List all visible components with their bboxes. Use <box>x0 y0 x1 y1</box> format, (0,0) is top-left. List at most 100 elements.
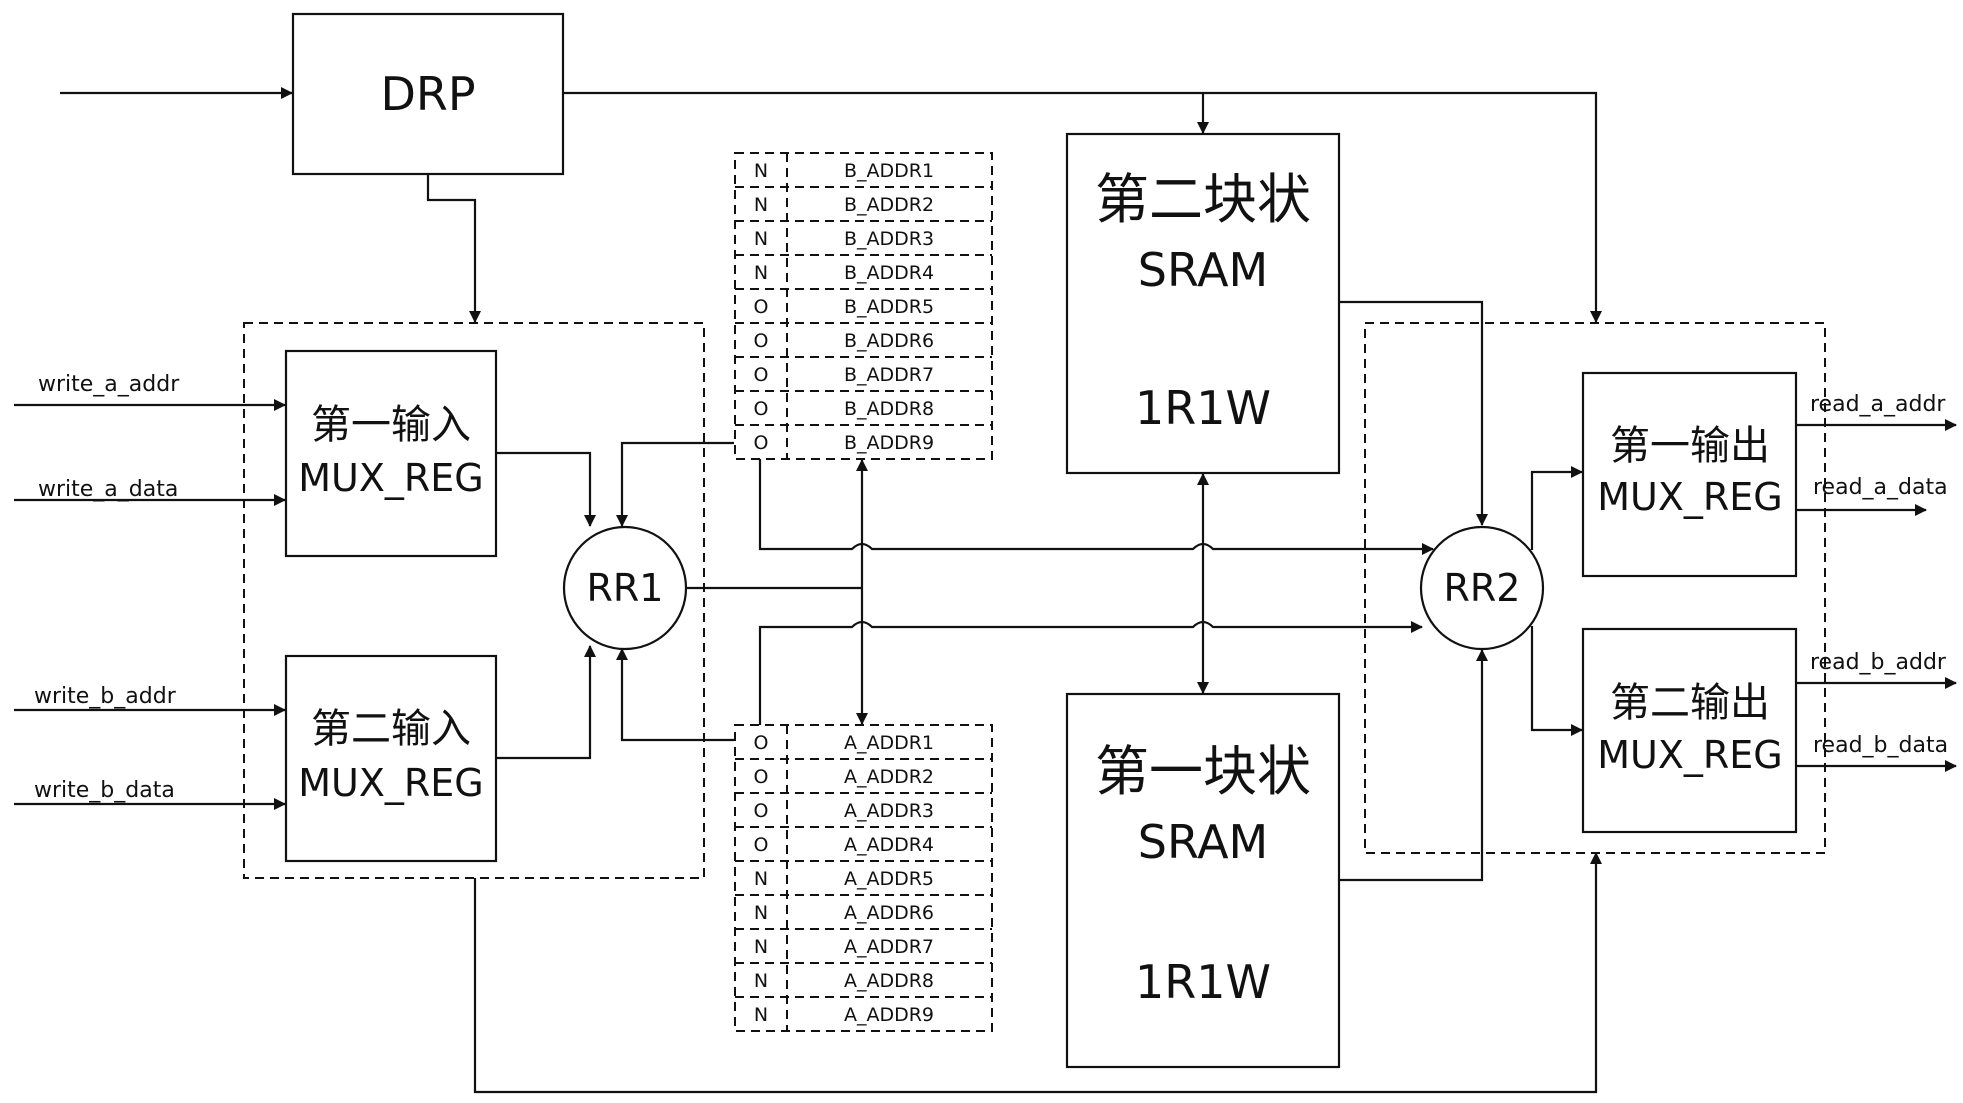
mux1-to-rr1-wire <box>496 451 596 527</box>
table-b-addr: B_ADDR6 <box>844 330 934 352</box>
table-a-row: O A_ADDR4 <box>735 826 992 856</box>
sram2-block <box>1065 132 1341 475</box>
table-a-flag: N <box>754 970 768 992</box>
sram2-mode: 1R1W <box>1135 381 1271 435</box>
table-a-addr: A_ADDR2 <box>844 766 934 788</box>
table-a-flag: N <box>754 868 768 890</box>
write-b-data-label: write_b_data <box>34 778 175 803</box>
table-a-frame <box>734 724 993 1032</box>
table-a-row: N A_ADDR8 <box>735 962 992 992</box>
table-b-row: O B_ADDR9 <box>735 424 992 454</box>
table-a-flag: O <box>754 732 769 754</box>
sram2-type: SRAM <box>1138 243 1268 297</box>
table-a-row: O A_ADDR3 <box>735 792 992 822</box>
table-b-row: N B_ADDR2 <box>735 186 992 216</box>
table-a-flag: N <box>754 936 768 958</box>
sram2-title: 第二块状 <box>1095 168 1311 231</box>
drp-to-input-group-wire <box>426 174 481 323</box>
mux2-to-rr1-wire <box>496 645 596 760</box>
rr2-to-out-mux1-wire <box>1530 466 1583 550</box>
sram2-to-rr2-wire <box>1339 300 1488 526</box>
table-a-addr: A_ADDR7 <box>844 936 934 958</box>
table-a-to-rr1-wire <box>616 648 734 742</box>
read-b-addr-label: read_b_addr <box>1810 650 1947 675</box>
output-mux1-title: 第一输出 <box>1610 423 1770 469</box>
sram1-mode: 1R1W <box>1135 955 1271 1009</box>
input-mux-reg-2 <box>284 654 498 863</box>
read-a-addr-label: read_a_addr <box>1810 392 1946 417</box>
table-a-addr: A_ADDR6 <box>844 902 934 924</box>
drp-block <box>291 12 565 176</box>
sram1-type: SRAM <box>1138 815 1268 869</box>
table-b-flag: N <box>754 228 768 250</box>
table-b-addr: B_ADDR3 <box>844 228 934 250</box>
rr2-to-out-mux2-wire <box>1530 626 1583 736</box>
table-b-addr: B_ADDR2 <box>844 194 934 216</box>
table-b-flag: O <box>754 296 769 318</box>
table-a-addr: A_ADDR8 <box>844 970 934 992</box>
table-b-to-rr1-wire <box>616 441 734 527</box>
table-b-addr: B_ADDR1 <box>844 160 934 182</box>
table-b-flag: O <box>754 398 769 420</box>
read-a-data-label: read_a_data <box>1813 475 1948 500</box>
drp-to-output-group-wire <box>563 91 1602 323</box>
rr2-label: RR2 <box>1444 566 1521 610</box>
table-b-flag: N <box>754 160 768 182</box>
output-mux-reg-2 <box>1581 627 1798 834</box>
table-b-addr: B_ADDR5 <box>844 296 934 318</box>
table-b-addr: B_ADDR4 <box>844 262 934 284</box>
table-b-addr: B_ADDR8 <box>844 398 934 420</box>
write-a-addr-label: write_a_addr <box>38 372 180 397</box>
sram1-block <box>1065 692 1341 1069</box>
read-b-data-label: read_b_data <box>1813 733 1948 758</box>
table-a-addr: A_ADDR3 <box>844 800 934 822</box>
table-b-row: N B_ADDR3 <box>735 220 992 250</box>
drp-label: DRP <box>380 67 475 121</box>
output-mux-reg-1 <box>1581 371 1798 578</box>
table-b-flag: O <box>754 432 769 454</box>
table-b-addr: B_ADDR9 <box>844 432 934 454</box>
table-a-row: O A_ADDR2 <box>735 758 992 788</box>
table-a-flag: O <box>754 800 769 822</box>
table-a-addr: A_ADDR4 <box>844 834 934 856</box>
sram1-title: 第一块状 <box>1095 740 1311 803</box>
table-b-to-rr2-wire <box>758 459 1434 555</box>
write-b-addr-label: write_b_addr <box>34 684 177 709</box>
output-mux2-subtitle: MUX_REG <box>1597 733 1783 777</box>
table-a-row: N A_ADDR7 <box>735 928 992 958</box>
table-b-row: N B_ADDR1 <box>754 160 934 182</box>
table-a-to-rr2-wire <box>758 620 1423 725</box>
sram1-to-rr2-wire <box>1339 649 1488 882</box>
table-b-row: O B_ADDR5 <box>735 288 992 318</box>
table-b-row: O B_ADDR8 <box>735 390 992 420</box>
table-a-addr: A_ADDR5 <box>844 868 934 890</box>
rr2-arbiter <box>1419 525 1545 651</box>
table-b-flag: N <box>754 194 768 216</box>
table-a-flag: N <box>754 902 768 924</box>
table-a-addr: A_ADDR1 <box>844 732 934 754</box>
table-a-flag: O <box>754 834 769 856</box>
output-mux2-title: 第二输出 <box>1610 680 1770 726</box>
table-a-row: N A_ADDR5 <box>735 860 992 890</box>
table-a-row: O A_ADDR1 <box>754 732 935 754</box>
write-a-data-label: write_a_data <box>38 477 178 502</box>
table-a-flag: O <box>754 766 769 788</box>
input-mux1-title: 第一输入 <box>311 402 471 448</box>
table-a-addr: A_ADDR9 <box>844 1004 934 1026</box>
input-group-to-output-group-wire <box>473 852 1602 1094</box>
table-b-row: N B_ADDR4 <box>735 254 992 284</box>
output-mux1-subtitle: MUX_REG <box>1597 475 1783 519</box>
input-mux2-title: 第二输入 <box>311 706 471 752</box>
table-a-row: N A_ADDR9 <box>735 996 992 1026</box>
table-a-row: N A_ADDR6 <box>735 894 992 924</box>
table-a-flag: N <box>754 1004 768 1026</box>
input-mux1-subtitle: MUX_REG <box>298 456 484 500</box>
input-mux2-subtitle: MUX_REG <box>298 761 484 805</box>
input-mux-reg-1 <box>284 349 498 558</box>
table-b-flag: N <box>754 262 768 284</box>
